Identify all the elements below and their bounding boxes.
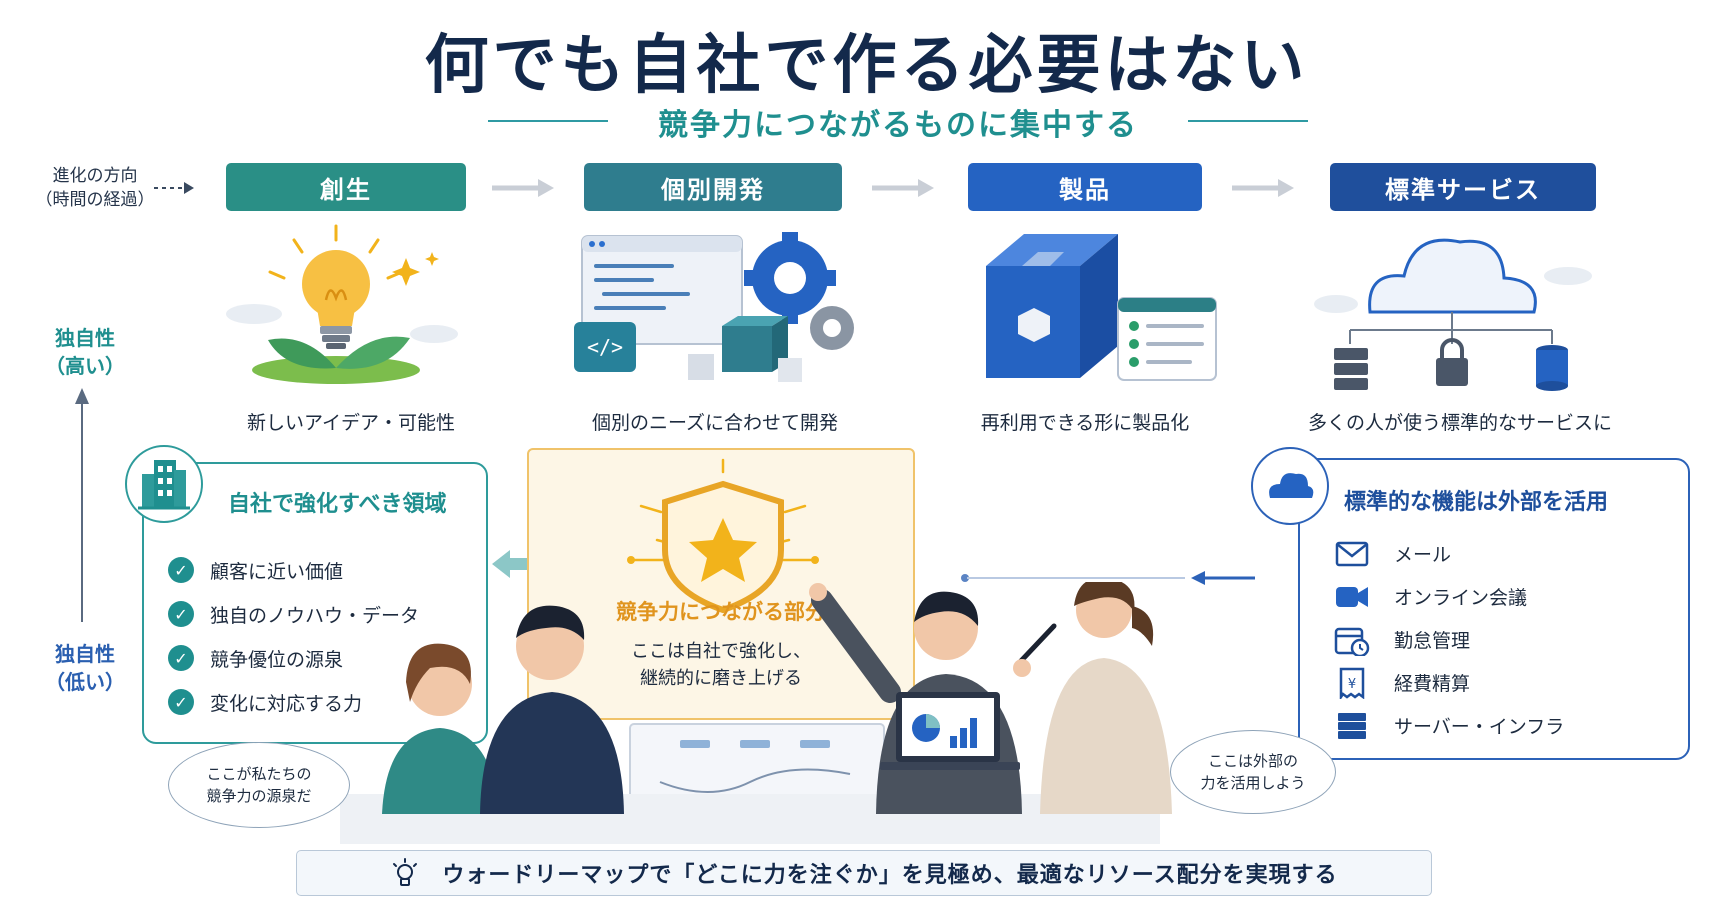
- list-item: オンライン会議: [1334, 575, 1564, 618]
- building-icon: [125, 445, 203, 523]
- vertical-axis-arrow-icon: [75, 388, 89, 622]
- stage-product: 製品: [968, 163, 1202, 211]
- cloud-services-icon: [1314, 238, 1592, 391]
- uniqueness-low-label: 独自性 （低い）: [30, 640, 140, 696]
- list-item: メール: [1334, 532, 1564, 575]
- shield-star-icon: [627, 458, 819, 614]
- custom-development-icon: </>: [574, 232, 854, 382]
- stage-arrow-icon: [492, 179, 554, 197]
- server-icon: [1334, 710, 1370, 742]
- stage-genesis: 創生: [226, 163, 466, 211]
- competitive-core-desc-line2: 継続的に磨き上げる: [640, 668, 802, 689]
- product-box-icon: [986, 234, 1217, 381]
- list-item: サーバー・インフラ: [1334, 704, 1564, 747]
- list-item: 勤怠管理: [1334, 618, 1564, 661]
- speech-bubble-left: ここが私たちの 競争力の源泉だ: [168, 742, 350, 828]
- list-item: ✓ 競争優位の源泉: [168, 636, 419, 680]
- list-item: ¥ 経費精算: [1334, 661, 1564, 704]
- uniqueness-low-line2: （低い）: [45, 670, 125, 694]
- stage-arrow-icon: [872, 179, 934, 197]
- competitive-core-box: 競争力につながる部分 ここは自社で強化し、 継続的に磨き上げる: [527, 448, 915, 720]
- list-item: ✓ 顧客に近い価値: [168, 548, 419, 592]
- subtitle-divider-left: [488, 120, 608, 122]
- list-item-label: 変化に対応する力: [210, 692, 363, 715]
- svg-text:¥: ¥: [1348, 677, 1356, 692]
- list-item-label: メール: [1394, 544, 1452, 566]
- footer-banner: ウォードリーマップで「どこに力を注ぐか」を見極め、最適なリソース配分を実現する: [296, 850, 1432, 896]
- uniqueness-low-line1: 独自性: [55, 642, 115, 666]
- speech-bubble-right-line2: 力を活用しよう: [1200, 774, 1306, 792]
- list-item-label: 独自のノウハウ・データ: [210, 604, 420, 627]
- in-house-list: ✓ 顧客に近い価値 ✓ 独自のノウハウ・データ ✓ 競争優位の源泉 ✓ 変化に対応する力: [168, 548, 419, 724]
- direction-label-line2: （時間の経過）: [35, 190, 155, 210]
- competitive-core-title: 競争力につながる部分: [616, 600, 826, 624]
- list-item-label: オンライン会議: [1394, 587, 1528, 609]
- check-icon: ✓: [168, 689, 194, 715]
- list-item-label: 顧客に近い価値: [210, 560, 344, 583]
- connector-line: [961, 571, 1255, 585]
- video-icon: [1334, 581, 1370, 613]
- competitive-core-description: ここは自社で強化し、 継続的に磨き上げる: [529, 638, 913, 692]
- uniqueness-high-label: 独自性 （高い）: [30, 324, 140, 380]
- speech-bubble-left-line2: 競争力の源泉だ: [206, 787, 312, 805]
- stage-caption-commodity: 多くの人が使う標準的なサービスに: [1307, 412, 1612, 434]
- calendar-clock-icon: [1334, 624, 1370, 656]
- list-item-label: サーバー・インフラ: [1394, 716, 1565, 738]
- lightbulb-icon: [393, 858, 418, 886]
- page-title: 何でも自社で作る必要はない: [424, 29, 1309, 103]
- uniqueness-high-line2: （高い）: [45, 354, 125, 378]
- list-item: ✓ 独自のノウハウ・データ: [168, 592, 419, 636]
- stage-custom-build: 個別開発: [584, 163, 842, 211]
- lightbulb-sprout-icon: [226, 224, 458, 384]
- subtitle-divider-right: [1188, 120, 1308, 122]
- direction-label-line1: 進化の方向: [52, 166, 138, 186]
- speech-bubble-right-line1: ここは外部の: [1207, 752, 1298, 770]
- direction-arrow-icon: [154, 182, 194, 194]
- uniqueness-high-line1: 独自性: [55, 326, 115, 350]
- speech-bubble-right: ここは外部の 力を活用しよう: [1170, 730, 1336, 814]
- stage-caption-genesis: 新しいアイデア・可能性: [246, 412, 456, 434]
- stage-arrow-icon: [1232, 179, 1294, 197]
- outsource-panel-title: 標準的な機能は外部を活用: [1344, 490, 1609, 515]
- list-item-label: 競争優位の源泉: [210, 648, 344, 671]
- stage-caption-product: 再利用できる形に製品化: [980, 412, 1190, 434]
- check-icon: ✓: [168, 557, 194, 583]
- direction-label: 進化の方向 （時間の経過）: [30, 164, 160, 212]
- receipt-icon: ¥: [1334, 667, 1370, 699]
- mail-icon: [1334, 538, 1370, 570]
- list-item: ✓ 変化に対応する力: [168, 680, 419, 724]
- footer-text: ウォードリーマップで「どこに力を注ぐか」を見極め、最適なリソース配分を実現する: [442, 863, 1338, 888]
- outsource-panel: 標準的な機能は外部を活用 メール オンライン会議 勤怠管理 ¥ 経費精算 サーバ…: [1298, 458, 1690, 760]
- competitive-core-desc-line1: ここは自社で強化し、: [631, 641, 811, 662]
- check-icon: ✓: [168, 601, 194, 627]
- stage-commodity: 標準サービス: [1330, 163, 1596, 211]
- subtitle-row: 競争力につながるものに集中する: [488, 100, 1308, 143]
- arrow-left-icon: [492, 550, 528, 578]
- outsource-list: メール オンライン会議 勤怠管理 ¥ 経費精算 サーバー・インフラ: [1334, 532, 1564, 747]
- subtitle: 競争力につながるものに集中する: [658, 108, 1138, 143]
- in-house-panel-title: 自社で強化すべき領域: [228, 492, 447, 517]
- list-item-label: 経費精算: [1394, 673, 1471, 695]
- meeting-scene-illustration: [340, 582, 1172, 844]
- stage-caption-custom: 個別のニーズに合わせて開発: [591, 412, 839, 434]
- speech-bubble-left-line1: ここが私たちの: [206, 765, 312, 783]
- cloud-icon: [1251, 447, 1329, 525]
- svg-text:</>: </>: [587, 335, 623, 359]
- check-icon: ✓: [168, 645, 194, 671]
- list-item-label: 勤怠管理: [1394, 630, 1471, 652]
